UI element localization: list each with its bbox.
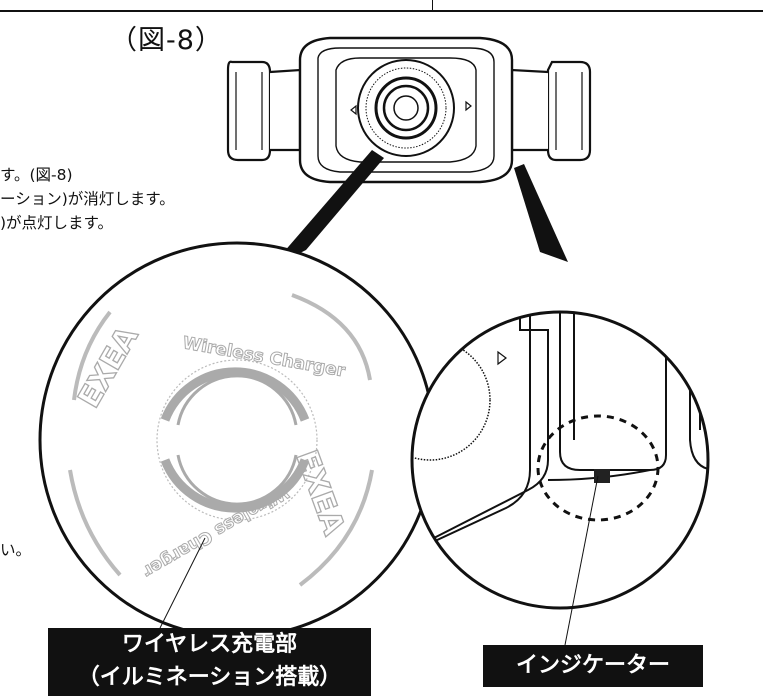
table-bottom-border <box>0 0 763 12</box>
charger-pad-small <box>357 59 455 157</box>
charger-zoom-circle <box>38 241 436 639</box>
indicator-led <box>594 469 610 483</box>
indicator-highlight-ring <box>536 414 660 522</box>
charger-callout-line1: ワイヤレス充電部 <box>121 632 298 657</box>
indicator-leader-line <box>564 475 599 646</box>
charger-callout-label: ワイヤレス充電部 （イルミネーション搭載） <box>48 628 371 696</box>
charger-leader-line <box>159 537 206 629</box>
body-text-line-2: ーション)が消灯します。 <box>0 190 175 208</box>
left-clamp-arm <box>226 60 302 162</box>
indicator-zoom-circle <box>410 310 710 610</box>
charger-callout-line2: （イルミネーション搭載） <box>77 665 342 690</box>
right-arrow-mark <box>465 100 472 112</box>
zoom-wedge-right <box>514 164 568 262</box>
zoom-wedge-left <box>270 150 384 268</box>
figure-label: （図-8） <box>110 25 223 56</box>
right-clamp-arm <box>510 60 592 162</box>
body-text-line-3: )が点灯します。 <box>0 214 113 232</box>
indicator-callout-label: インジケーター <box>483 645 703 687</box>
body-text-line-4: い。 <box>0 541 32 559</box>
body-text-line-1: す。(図-8) <box>0 166 73 184</box>
table-column-divider <box>432 0 433 12</box>
left-arrow-mark <box>350 104 357 116</box>
